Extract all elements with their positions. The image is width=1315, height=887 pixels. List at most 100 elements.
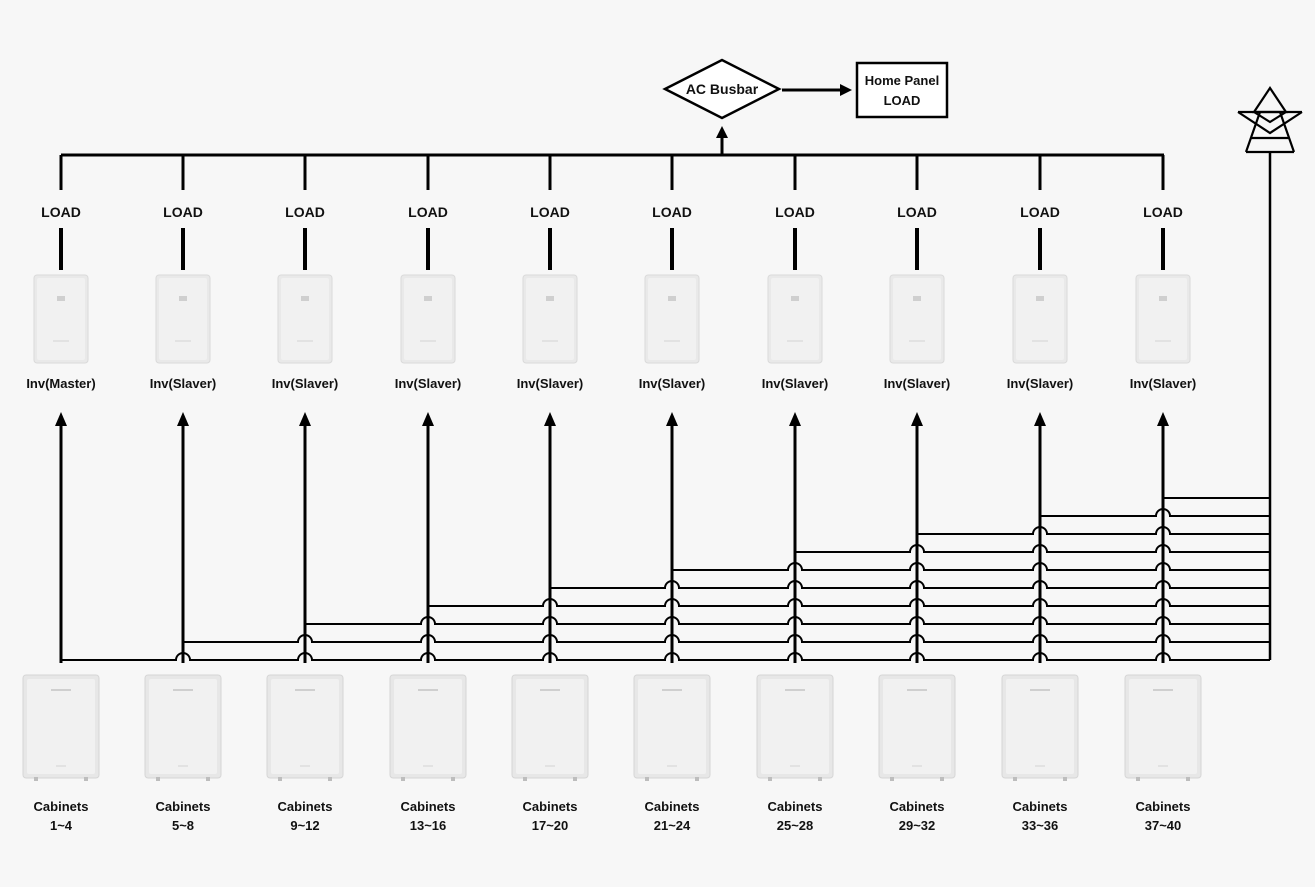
cabinet-label-line2: 33~36 <box>1022 818 1059 833</box>
inverter-label: Inv(Slaver) <box>884 376 950 391</box>
load-label: LOAD <box>652 204 692 220</box>
inverter-unit-image <box>1135 274 1191 364</box>
cabinet-foot <box>156 777 160 781</box>
inverter-label: Inv(Slaver) <box>1007 376 1073 391</box>
cabinet-label-line2: 9~12 <box>290 818 319 833</box>
inverter-display <box>301 296 309 301</box>
inverter-label: Inv(Slaver) <box>639 376 705 391</box>
cabinet-label-line2: 21~24 <box>654 818 691 833</box>
cabinet-face <box>27 679 95 774</box>
inverter-feed-arrowhead <box>789 412 801 426</box>
inverter-feed-arrowhead <box>177 412 189 426</box>
cabinet-bus-line <box>61 652 1270 661</box>
cabinet-face <box>149 679 217 774</box>
load-label: LOAD <box>41 204 81 220</box>
cabinet-bus-line <box>183 634 1270 643</box>
cabinet-face <box>761 679 829 774</box>
battery-cabinet-image <box>756 674 834 781</box>
cabinet-bus-line <box>428 598 1270 607</box>
cabinet-label-line2: 17~20 <box>532 818 569 833</box>
cabinet-bus-line <box>917 526 1270 535</box>
load-label: LOAD <box>163 204 203 220</box>
inverter-display <box>791 296 799 301</box>
bus-to-busbar-arrowhead <box>716 126 728 138</box>
inverter-label: Inv(Slaver) <box>517 376 583 391</box>
cabinet-label-line1: Cabinets <box>34 799 89 814</box>
cabinet-label-line2: 29~32 <box>899 818 936 833</box>
cabinet-foot <box>645 777 649 781</box>
inverter-face <box>893 278 941 360</box>
cabinet-face <box>271 679 339 774</box>
inverter-feed-arrowhead <box>55 412 67 426</box>
cabinet-foot <box>1063 777 1067 781</box>
battery-cabinet-image <box>22 674 100 781</box>
battery-cabinet-image <box>633 674 711 781</box>
cabinet-label-line2: 25~28 <box>777 818 814 833</box>
battery-cabinet-image <box>1001 674 1079 781</box>
ac-busbar-label: AC Busbar <box>686 81 759 97</box>
battery-cabinet-image <box>511 674 589 781</box>
cabinet-label-line1: Cabinets <box>768 799 823 814</box>
battery-cabinet-image <box>144 674 222 781</box>
cabinet-face <box>1006 679 1074 774</box>
inverter-unit-image <box>889 274 945 364</box>
cabinet-label-line2: 1~4 <box>50 818 73 833</box>
battery-cabinet-image <box>878 674 956 781</box>
load-label: LOAD <box>285 204 325 220</box>
cabinet-face <box>883 679 951 774</box>
battery-cabinet-image <box>266 674 344 781</box>
cabinet-foot <box>1136 777 1140 781</box>
inverter-unit-image <box>522 274 578 364</box>
cabinet-foot <box>328 777 332 781</box>
inverter-unit-image <box>277 274 333 364</box>
inverter-display <box>424 296 432 301</box>
inverter-unit-image <box>155 274 211 364</box>
home-panel-box <box>855 61 949 119</box>
inverter-feed-arrowhead <box>1034 412 1046 426</box>
cabinet-foot <box>768 777 772 781</box>
inverter-display <box>668 296 676 301</box>
cabinet-label-line1: Cabinets <box>156 799 211 814</box>
inverter-display <box>913 296 921 301</box>
cabinet-foot <box>695 777 699 781</box>
cabinet-foot <box>1186 777 1190 781</box>
inverter-label: Inv(Slaver) <box>395 376 461 391</box>
inverter-face <box>404 278 452 360</box>
inverter-face <box>37 278 85 360</box>
inverter-label: Inv(Slaver) <box>150 376 216 391</box>
load-label: LOAD <box>775 204 815 220</box>
inverter-feed-arrowhead <box>666 412 678 426</box>
inverter-face <box>526 278 574 360</box>
cabinet-foot <box>451 777 455 781</box>
inverter-display <box>57 296 65 301</box>
inverter-label: Inv(Slaver) <box>1130 376 1196 391</box>
inverter-unit-image <box>400 274 456 364</box>
cabinet-bus-line <box>672 562 1270 571</box>
cabinet-face <box>394 679 462 774</box>
load-label: LOAD <box>530 204 570 220</box>
inverter-display <box>1036 296 1044 301</box>
home-panel-label-line2: LOAD <box>884 93 921 108</box>
inverter-unit-image <box>644 274 700 364</box>
cabinet-foot <box>890 777 894 781</box>
cabinet-foot <box>940 777 944 781</box>
cabinet-bus-line <box>1040 508 1270 517</box>
cabinet-label-line1: Cabinets <box>1013 799 1068 814</box>
inverter-display <box>179 296 187 301</box>
cabinet-label-line2: 37~40 <box>1145 818 1182 833</box>
cabinet-label-line2: 5~8 <box>172 818 194 833</box>
cabinet-face <box>1129 679 1197 774</box>
load-label: LOAD <box>408 204 448 220</box>
transmission-tower-icon <box>1237 86 1303 154</box>
cabinet-label-line1: Cabinets <box>645 799 700 814</box>
cabinet-face <box>516 679 584 774</box>
inverter-face <box>1016 278 1064 360</box>
inverter-feed-arrowhead <box>1157 412 1169 426</box>
inverter-display <box>546 296 554 301</box>
inverter-label: Inv(Slaver) <box>272 376 338 391</box>
inverter-face <box>281 278 329 360</box>
load-label: LOAD <box>897 204 937 220</box>
ac-busbar-diamond <box>662 58 782 120</box>
cabinet-label-line1: Cabinets <box>890 799 945 814</box>
